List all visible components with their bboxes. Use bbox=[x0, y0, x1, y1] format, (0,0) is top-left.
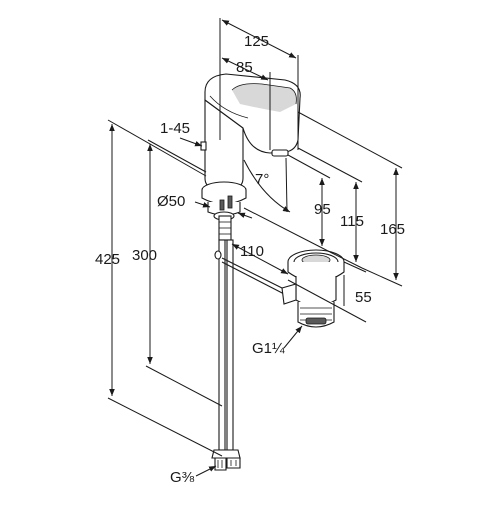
svg-text:G⅜: G⅜ bbox=[170, 469, 195, 486]
svg-text:425: 425 bbox=[95, 251, 120, 268]
supply-hoses bbox=[211, 215, 241, 471]
dimension-165: 165 bbox=[297, 111, 405, 287]
dimension-125: 125 bbox=[219, 18, 299, 150]
dimension-300: 300 bbox=[132, 139, 223, 407]
dimension-g3-8: G⅜ bbox=[170, 465, 217, 486]
mixer-body bbox=[200, 73, 301, 189]
svg-text:95: 95 bbox=[314, 201, 331, 218]
dimension-1-45: 1-45 bbox=[160, 120, 203, 147]
svg-text:1-45: 1-45 bbox=[160, 120, 190, 137]
dimension-g1-1-4: G1¼ bbox=[252, 325, 303, 357]
dimension-angle-7: 7° bbox=[243, 157, 291, 213]
dimension-85: 85 bbox=[221, 57, 271, 150]
svg-text:55: 55 bbox=[355, 289, 372, 306]
svg-text:110: 110 bbox=[240, 243, 264, 260]
svg-text:125: 125 bbox=[244, 33, 269, 50]
dimension-115: 115 bbox=[297, 147, 364, 269]
dimension-55: 55 bbox=[287, 261, 372, 323]
svg-text:7°: 7° bbox=[255, 171, 269, 188]
svg-text:85: 85 bbox=[236, 59, 253, 76]
dimension-diameter-50: Ø50 bbox=[157, 193, 253, 219]
dimension-110: 110 bbox=[231, 243, 289, 275]
svg-text:G1¼: G1¼ bbox=[252, 340, 285, 357]
waste-drain bbox=[281, 249, 345, 328]
svg-text:115: 115 bbox=[340, 213, 364, 230]
svg-text:300: 300 bbox=[132, 247, 157, 264]
dimension-425: 425 bbox=[95, 119, 223, 457]
dimension-95: 95 bbox=[243, 154, 331, 253]
svg-text:Ø50: Ø50 bbox=[157, 193, 185, 210]
svg-text:165: 165 bbox=[380, 221, 405, 238]
mixer-base bbox=[201, 181, 247, 221]
